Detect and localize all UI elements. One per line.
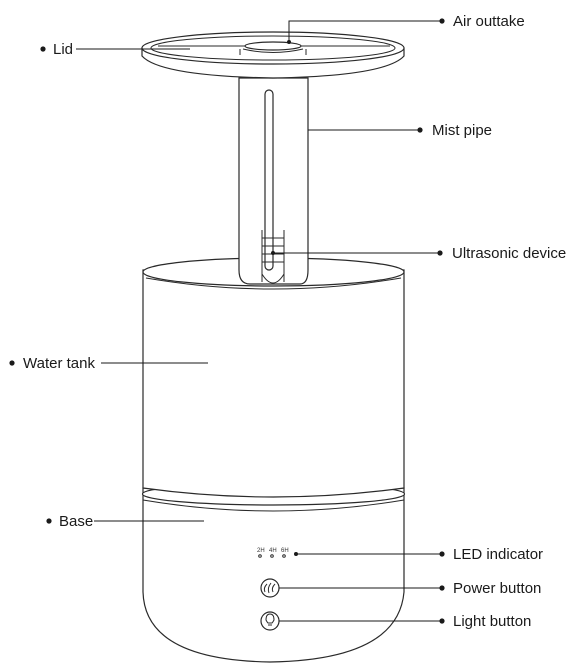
led-indicator: 2H 4H 6H bbox=[257, 548, 289, 558]
leader-power bbox=[279, 585, 445, 591]
label-ultrasonic-device: Ultrasonic device bbox=[452, 245, 566, 262]
led-label-2h: 2H bbox=[257, 548, 265, 554]
label-led-indicator: LED indicator bbox=[453, 546, 543, 563]
label-light-button: Light button bbox=[453, 613, 531, 630]
water-tank bbox=[142, 257, 405, 498]
lid bbox=[141, 31, 405, 79]
leader-water-tank bbox=[9, 360, 208, 366]
leader-air-outtake bbox=[287, 18, 445, 44]
light-button[interactable] bbox=[260, 611, 280, 631]
label-power-button: Power button bbox=[453, 580, 541, 597]
power-button[interactable] bbox=[260, 578, 280, 598]
led-label-4h: 4H bbox=[269, 548, 277, 554]
leader-lid bbox=[40, 46, 190, 52]
base bbox=[141, 482, 406, 663]
mist-power-icon bbox=[263, 582, 276, 594]
led-label-6h: 6H bbox=[281, 548, 289, 554]
mist-pipe bbox=[238, 77, 309, 285]
label-lid: Lid bbox=[53, 41, 73, 58]
label-air-outtake: Air outtake bbox=[453, 13, 525, 30]
leader-ultrasonic bbox=[271, 250, 443, 256]
label-base: Base bbox=[59, 513, 93, 530]
leader-base bbox=[46, 518, 204, 524]
label-mist-pipe: Mist pipe bbox=[432, 122, 492, 139]
light-bulb-icon bbox=[265, 613, 275, 626]
label-water-tank: Water tank bbox=[23, 355, 95, 372]
leader-mist-pipe bbox=[308, 127, 423, 133]
leader-led bbox=[294, 551, 445, 557]
leader-light bbox=[279, 618, 445, 624]
